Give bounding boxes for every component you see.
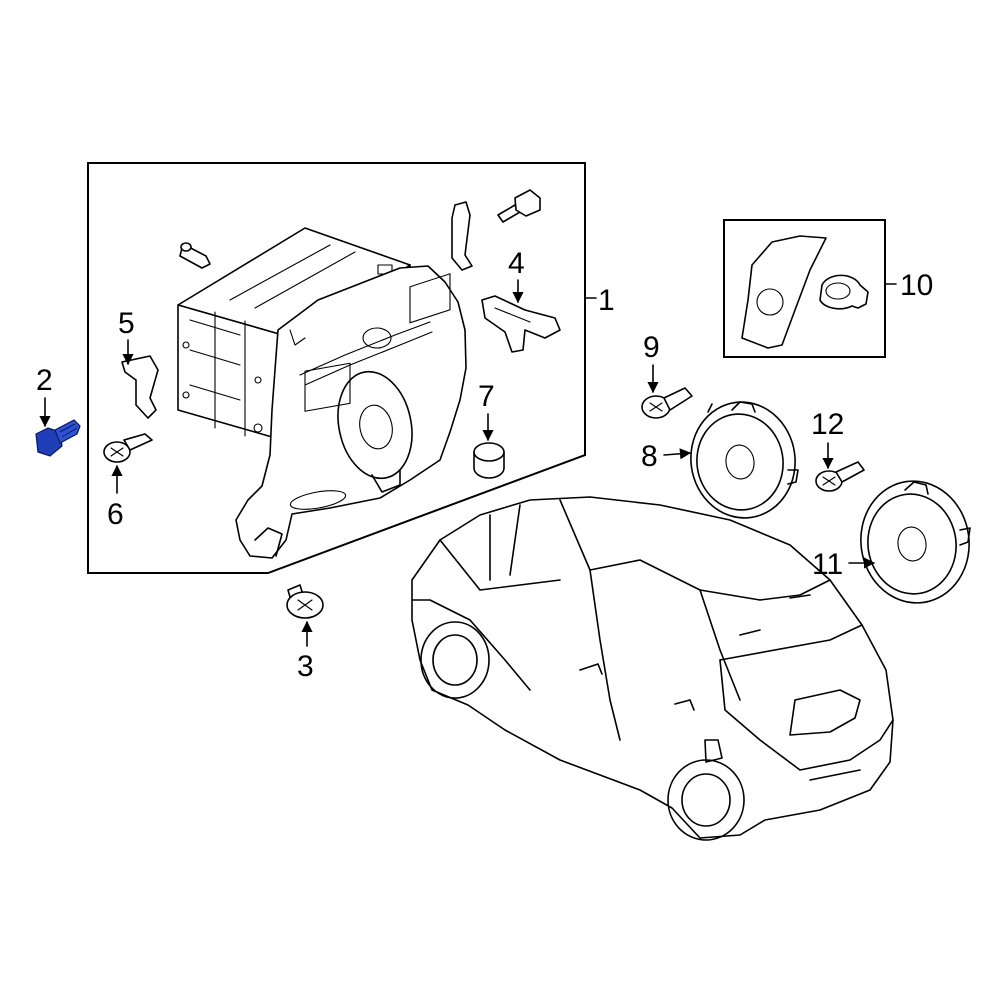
callout-2[interactable]: 2 [36,364,53,397]
callout-11[interactable]: 11 [812,548,843,581]
radio-assembly-frame [87,162,597,574]
cap-7[interactable] [473,442,505,479]
bolt-2-highlighted[interactable] [35,419,81,457]
screw-6[interactable] [103,433,153,463]
speaker-8[interactable] [683,395,802,524]
speaker-11[interactable] [853,474,977,610]
callout-5[interactable]: 5 [118,307,135,340]
screw-3[interactable] [286,584,324,619]
top-screw [497,189,541,223]
screw-12[interactable] [815,461,865,492]
callout-7[interactable]: 7 [478,380,495,413]
callout-1[interactable]: 1 [598,284,615,317]
pin-part [179,242,211,269]
tweeter-assembly-frame [723,219,897,358]
callout-6[interactable]: 6 [107,498,124,531]
callout-12[interactable]: 12 [811,408,844,441]
callout-3[interactable]: 3 [297,650,314,683]
callout-9[interactable]: 9 [643,331,660,364]
callout-8[interactable]: 8 [641,440,658,473]
face-plate [235,265,467,559]
bracket-4[interactable] [481,295,561,353]
side-bracket [451,201,473,271]
screw-9[interactable] [641,387,693,419]
callout-4[interactable]: 4 [508,247,525,280]
vehicle-outline [411,496,894,841]
bracket-5[interactable] [121,355,159,419]
callout-10[interactable]: 10 [900,269,933,302]
callout-arrows [39,279,876,647]
